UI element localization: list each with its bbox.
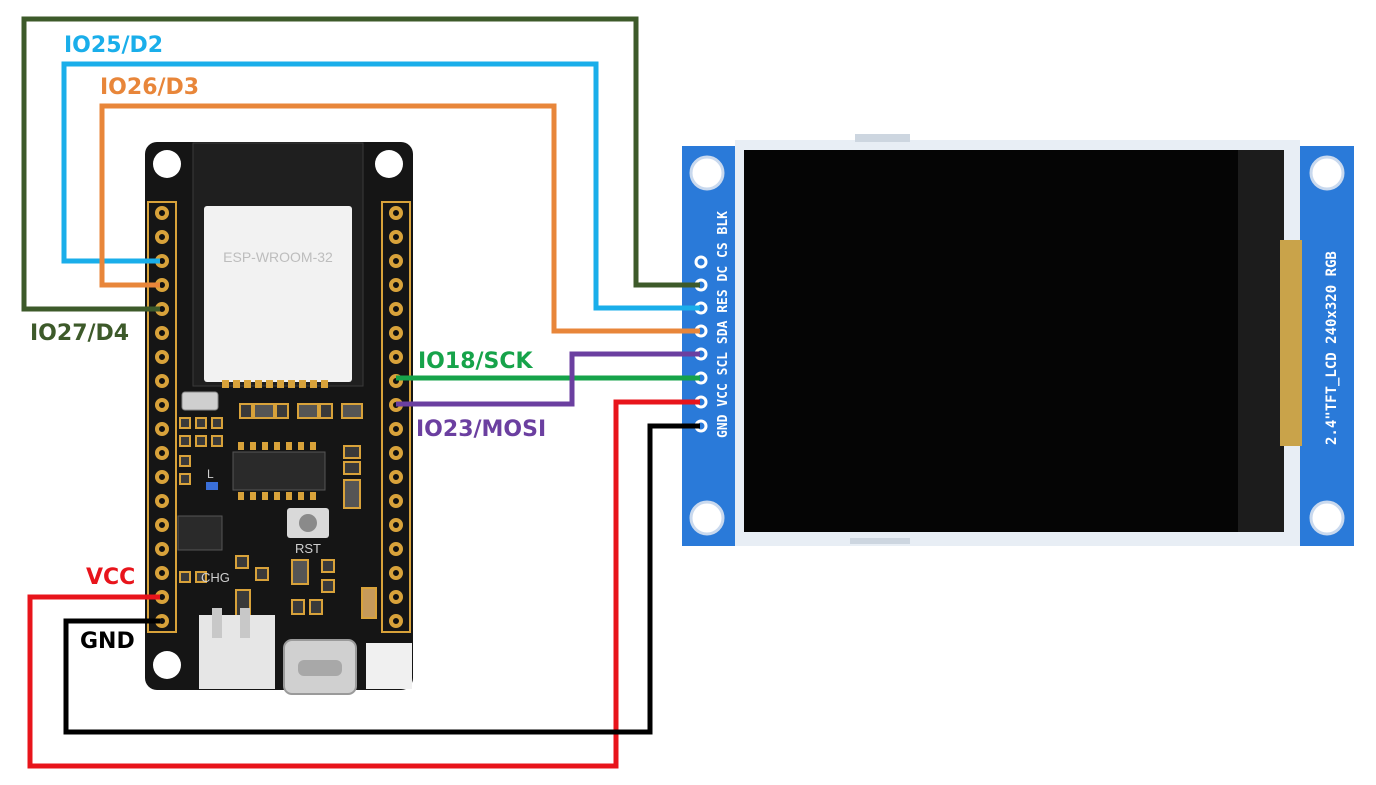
label-io27: IO27/D4: [30, 321, 129, 346]
wires: [21, 16, 700, 769]
esp-module-can: [204, 206, 352, 382]
lcd-model-label: 2.4"TFT_LCD 240x320 RGB: [1324, 251, 1340, 445]
esp-module-label: ESP-WROOM-32: [223, 249, 333, 265]
esp32-board: ESP-WROOM-32: [145, 142, 413, 695]
mounting-hole: [153, 150, 181, 178]
mounting-hole: [153, 651, 181, 679]
lcd-top-tab: [855, 134, 910, 142]
reset-button[interactable]: [299, 514, 317, 532]
lcd-screen-bezel: [1238, 150, 1284, 532]
voltage-regulator: [177, 515, 223, 551]
lcd-mounting-hole: [689, 155, 725, 191]
usb-serial-chip: [232, 451, 326, 491]
label-io26: IO26/D3: [100, 75, 199, 100]
wire-io27: [21, 16, 700, 312]
wire-gnd: [63, 423, 700, 735]
right-header-pins: [389, 206, 403, 628]
lcd-bottom-tab: [850, 538, 910, 544]
lcd-mounting-hole: [1309, 155, 1345, 191]
lcd-module: GND VCC SCL SDA RES DC CS BLK 2.4"TFT_LC…: [682, 134, 1354, 546]
lcd-mounting-hole: [689, 500, 725, 536]
module-pads: [222, 380, 328, 388]
flex-cable: [1280, 240, 1302, 446]
ic-pins: [238, 442, 316, 500]
connector-pin: [212, 608, 222, 638]
connector-pin: [240, 608, 250, 638]
battery-connector: [199, 615, 275, 689]
label-gnd: GND: [80, 629, 135, 654]
label-io25: IO25/D2: [64, 33, 163, 58]
usb-c-opening: [298, 660, 342, 676]
wire-labels: IO25/D2 IO26/D3 IO27/D4 IO18/SCK IO23/MO…: [30, 33, 546, 654]
label-vcc: VCC: [86, 565, 135, 590]
wire-io25: [61, 61, 700, 311]
lcd-pin-labels: GND VCC SCL SDA RES DC CS BLK: [716, 211, 731, 438]
chg-label: CHG: [201, 570, 230, 585]
mounting-hole: [375, 150, 403, 178]
right-header: [381, 201, 411, 633]
lcd-screen: [744, 150, 1284, 532]
rst-label: RST: [295, 541, 321, 556]
board-corner-pad: [366, 643, 412, 689]
led: [206, 482, 218, 490]
wire-io26: [99, 103, 700, 334]
label-mosi: IO23/MOSI: [416, 417, 546, 442]
lcd-mounting-hole: [1309, 500, 1345, 536]
left-header: [147, 201, 177, 633]
wire-mosi: [396, 351, 700, 407]
crystal: [181, 391, 219, 411]
smd-components: [179, 403, 377, 619]
led-label: L: [207, 467, 214, 481]
label-sck: IO18/SCK: [418, 349, 534, 374]
wire-vcc: [27, 399, 700, 769]
